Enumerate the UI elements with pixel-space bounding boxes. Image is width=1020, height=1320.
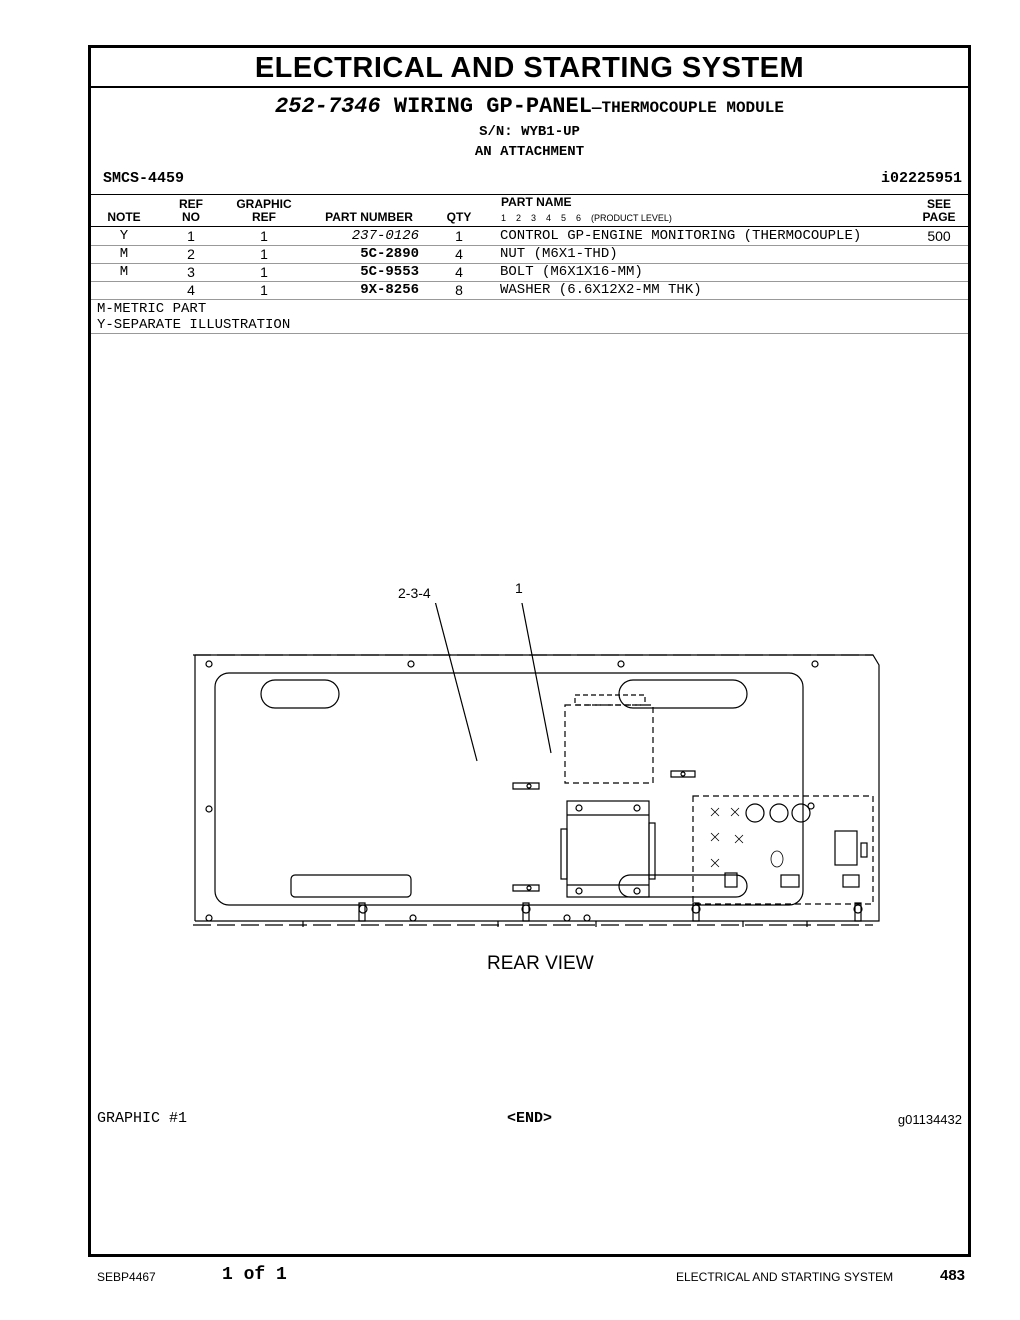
- mounting-brackets: [358, 770, 863, 922]
- group-part-number: 252-7346: [275, 94, 381, 119]
- row-rule: [91, 263, 968, 264]
- cell-part-number: 9X-8256: [360, 282, 419, 298]
- cell-note: M: [119, 246, 129, 262]
- col-see-top: SEE: [926, 197, 951, 211]
- callout-1: 1: [515, 580, 523, 596]
- panel-slot: [260, 679, 340, 709]
- footer-page-of: 1 of 1: [222, 1265, 287, 1285]
- cell-qty: 8: [455, 282, 463, 298]
- end-marker: <END>: [506, 1110, 552, 1127]
- panel-outline: [194, 654, 880, 922]
- col-ref-top: REF: [179, 197, 203, 211]
- panel-inner-border: [214, 672, 804, 906]
- cell-part-number: 5C-2890: [360, 246, 419, 262]
- row-rule: [91, 281, 968, 282]
- col-see-bottom: PAGE: [922, 210, 956, 224]
- footer-doc-id: SEBP4467: [97, 1270, 156, 1284]
- header-rule: [91, 226, 968, 227]
- cell-qty: 1: [455, 228, 463, 244]
- control-board: [692, 795, 874, 905]
- graphic-label: GRAPHIC #1: [97, 1110, 188, 1127]
- note-metric: M-METRIC PART: [97, 301, 207, 317]
- panel-slot: [290, 874, 412, 898]
- col-ref: REF NO: [171, 198, 211, 224]
- group-name: WIRING GP-PANEL: [393, 94, 592, 119]
- bottom-fasteners: [302, 921, 808, 927]
- table-top-rule: [91, 194, 968, 195]
- illustration-id: i02225951: [880, 170, 962, 187]
- cell-graphic: 1: [260, 264, 268, 280]
- attachment-label: AN ATTACHMENT: [474, 144, 585, 160]
- page-frame: ELECTRICAL AND STARTING SYSTEM 252-7346 …: [88, 45, 971, 1257]
- mounting-holes: [205, 660, 819, 922]
- cell-see-page: 500: [927, 228, 951, 244]
- notes-rule: [91, 333, 968, 334]
- col-qty: QTY: [446, 210, 472, 224]
- panel-slot: [618, 874, 748, 898]
- col-part-number: PART NUMBER: [325, 210, 413, 224]
- upper-module: [564, 704, 654, 784]
- section-title: ELECTRICAL AND STARTING SYSTEM: [91, 48, 968, 88]
- cell-qty: 4: [455, 246, 463, 262]
- cell-note: Y: [119, 228, 129, 244]
- board-components: [710, 807, 784, 868]
- leader-line-2-3-4: [434, 603, 478, 762]
- product-levels: 1 2 3 4 5 6 (PRODUCT LEVEL): [501, 213, 672, 223]
- note-separate: Y-SEPARATE ILLUSTRATION: [97, 317, 291, 333]
- row-rule: [91, 245, 968, 246]
- smcs-code: SMCS-4459: [103, 170, 185, 187]
- cell-graphic: 1: [260, 282, 268, 298]
- row-rule: [91, 299, 968, 300]
- col-ref-bottom: NO: [182, 210, 200, 224]
- leader-line-1: [521, 603, 552, 754]
- cell-part-name: CONTROL GP-ENGINE MONITORING (THERMOCOUP…: [500, 228, 862, 244]
- cell-ref: 3: [187, 264, 195, 280]
- cell-part-name: BOLT (M6X1X16-MM): [500, 264, 643, 280]
- cell-part-name: NUT (M6X1-THD): [500, 246, 618, 262]
- col-graphic: GRAPHIC REF: [229, 198, 299, 224]
- serial-range: S/N: WYB1-UP: [479, 124, 580, 140]
- footer-section: ELECTRICAL AND STARTING SYSTEM: [676, 1270, 894, 1284]
- cell-ref: 2: [187, 246, 195, 262]
- footer-page-number: 483: [940, 1267, 966, 1284]
- callout-2-3-4: 2-3-4: [398, 585, 431, 601]
- cell-part-number: 5C-9553: [360, 264, 419, 280]
- panel-slot: [618, 679, 748, 709]
- group-heading: 252-7346 WIRING GP-PANEL—THERMOCOUPLE MO…: [91, 94, 968, 119]
- cell-part-name: WASHER (6.6X12X2-MM THK): [500, 282, 702, 298]
- cell-note: M: [119, 264, 129, 280]
- col-see-page: SEE PAGE: [911, 198, 967, 224]
- cell-ref: 1: [187, 228, 195, 244]
- group-subtitle: —THERMOCOUPLE MODULE: [591, 99, 784, 117]
- cell-ref: 4: [187, 282, 195, 298]
- col-part-name: PART NAME: [501, 195, 572, 209]
- cell-part-number: 237-0126: [351, 228, 419, 244]
- panel-rear-view-drawing: [193, 603, 880, 927]
- notes-legend: M-METRIC PART Y-SEPARATE ILLUSTRATION: [97, 301, 290, 333]
- view-label: REAR VIEW: [487, 953, 594, 974]
- cell-graphic: 1: [260, 228, 268, 244]
- cell-graphic: 1: [260, 246, 268, 262]
- graphic-id: g01134432: [897, 1112, 962, 1127]
- col-note: NOTE: [107, 210, 141, 224]
- col-graphic-bottom: REF: [252, 210, 276, 224]
- col-graphic-top: GRAPHIC: [236, 197, 292, 211]
- cell-qty: 4: [455, 264, 463, 280]
